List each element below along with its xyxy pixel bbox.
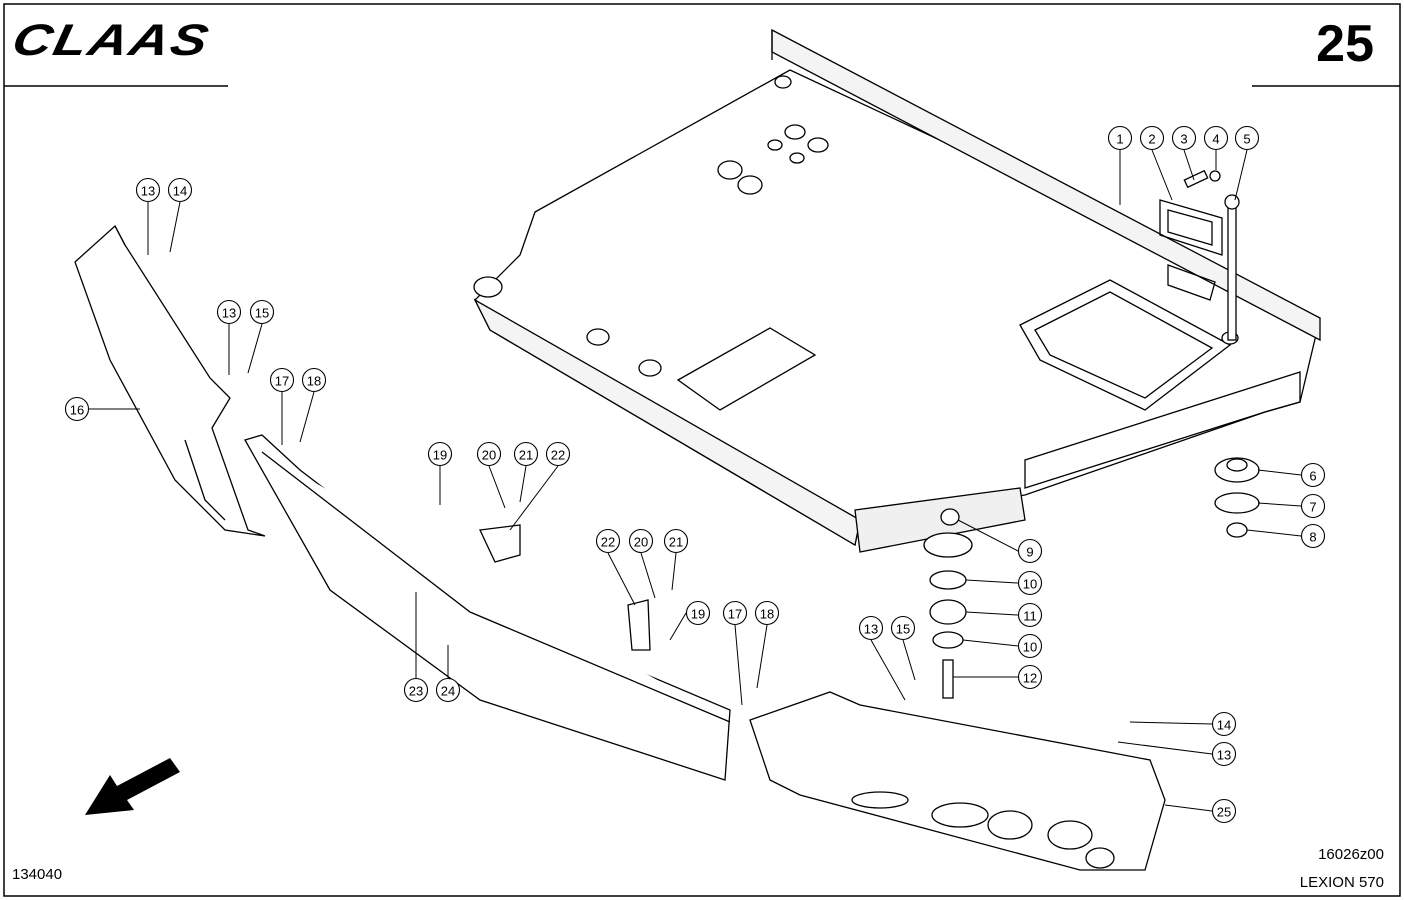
callout-11: 11 — [1017, 602, 1043, 628]
callout-15: 15 — [890, 615, 916, 641]
svg-text:13: 13 — [222, 306, 236, 321]
stud-bolt — [1227, 201, 1237, 341]
svg-text:21: 21 — [519, 448, 533, 463]
washer — [1214, 492, 1260, 514]
sheet-code: 134040 — [12, 866, 63, 883]
callout-22: 22 — [545, 441, 571, 467]
svg-text:19: 19 — [691, 607, 705, 622]
svg-text:15: 15 — [255, 306, 269, 321]
callout-2: 2 — [1139, 125, 1165, 151]
svg-text:7: 7 — [1309, 500, 1316, 515]
svg-text:10: 10 — [1023, 640, 1037, 655]
callout-16: 16 — [64, 396, 90, 422]
leader-lines — [89, 149, 1302, 812]
washer — [929, 570, 967, 590]
svg-text:16: 16 — [70, 403, 84, 418]
callout-25: 25 — [1211, 798, 1237, 824]
svg-text:6: 6 — [1309, 469, 1316, 484]
svg-text:18: 18 — [760, 607, 774, 622]
callout-10: 10 — [1017, 633, 1043, 659]
callout-6: 6 — [1300, 462, 1326, 488]
svg-text:20: 20 — [634, 535, 648, 550]
callout-17: 17 — [269, 367, 295, 393]
svg-text:25: 25 — [1217, 805, 1231, 820]
callout-20: 20 — [476, 441, 502, 467]
rubber-mount — [929, 599, 967, 625]
svg-text:24: 24 — [441, 684, 455, 699]
callout-24: 24 — [435, 677, 461, 703]
svg-text:15: 15 — [896, 622, 910, 637]
svg-text:13: 13 — [864, 622, 878, 637]
drawing-frame — [3, 3, 1401, 897]
page-number: 25 — [1316, 15, 1374, 73]
callout-markers: 1 2 3 4 5 6 7 8 9 10 11 10 12 13 14 13 1… — [64, 125, 1326, 824]
callout-5: 5 — [1234, 125, 1260, 151]
main-plate — [473, 28, 1321, 553]
svg-text:8: 8 — [1309, 530, 1316, 545]
bracket — [479, 524, 521, 563]
nut — [940, 508, 960, 526]
svg-text:10: 10 — [1023, 577, 1037, 592]
callout-4: 4 — [1203, 125, 1229, 151]
callout-17: 17 — [722, 600, 748, 626]
svg-text:23: 23 — [409, 684, 423, 699]
callout-12: 12 — [1017, 664, 1043, 690]
callout-18: 18 — [754, 600, 780, 626]
svg-text:3: 3 — [1180, 132, 1187, 147]
callout-13: 13 — [135, 177, 161, 203]
nut — [1226, 522, 1248, 538]
svg-text:5: 5 — [1243, 132, 1250, 147]
callout-1: 1 — [1107, 125, 1133, 151]
callout-3: 3 — [1171, 125, 1197, 151]
callout-10: 10 — [1017, 570, 1043, 596]
svg-text:17: 17 — [275, 374, 289, 389]
svg-text:22: 22 — [601, 535, 615, 550]
callout-15: 15 — [249, 299, 275, 325]
svg-text:1: 1 — [1116, 132, 1123, 147]
callout-23: 23 — [403, 677, 429, 703]
svg-text:17: 17 — [728, 607, 742, 622]
front-bottom-panel — [244, 434, 731, 781]
callout-13: 13 — [858, 615, 884, 641]
svg-text:12: 12 — [1023, 671, 1037, 686]
svg-text:18: 18 — [307, 374, 321, 389]
callout-9: 9 — [1017, 538, 1043, 564]
bolt — [942, 659, 954, 699]
callout-21: 21 — [663, 528, 689, 554]
svg-text:14: 14 — [173, 184, 187, 199]
svg-text:11: 11 — [1023, 609, 1037, 624]
svg-text:20: 20 — [482, 448, 496, 463]
svg-text:22: 22 — [551, 448, 565, 463]
callout-14: 14 — [167, 177, 193, 203]
model-name: LEXION 570 — [1299, 874, 1384, 891]
svg-text:13: 13 — [1217, 748, 1231, 763]
rubber-mount — [923, 532, 973, 558]
right-side-panel — [749, 691, 1166, 871]
drawing-code: 16026z00 — [1318, 846, 1384, 863]
washer — [932, 631, 964, 649]
callout-13: 13 — [1211, 741, 1237, 767]
svg-text:4: 4 — [1212, 132, 1219, 147]
callout-8: 8 — [1300, 523, 1326, 549]
callout-18: 18 — [301, 367, 327, 393]
direction-arrow-icon — [85, 758, 180, 815]
svg-text:19: 19 — [433, 448, 447, 463]
svg-text:21: 21 — [669, 535, 683, 550]
callout-19: 19 — [685, 600, 711, 626]
bracket — [627, 599, 651, 651]
callout-22: 22 — [595, 528, 621, 554]
callout-7: 7 — [1300, 493, 1326, 519]
callout-14: 14 — [1211, 711, 1237, 737]
callout-19: 19 — [427, 441, 453, 467]
svg-text:14: 14 — [1217, 718, 1231, 733]
left-side-panel — [74, 224, 266, 537]
callout-13: 13 — [216, 299, 242, 325]
callout-21: 21 — [513, 441, 539, 467]
svg-text:13: 13 — [141, 184, 155, 199]
callout-20: 20 — [628, 528, 654, 554]
svg-text:9: 9 — [1026, 545, 1033, 560]
svg-text:2: 2 — [1148, 132, 1155, 147]
